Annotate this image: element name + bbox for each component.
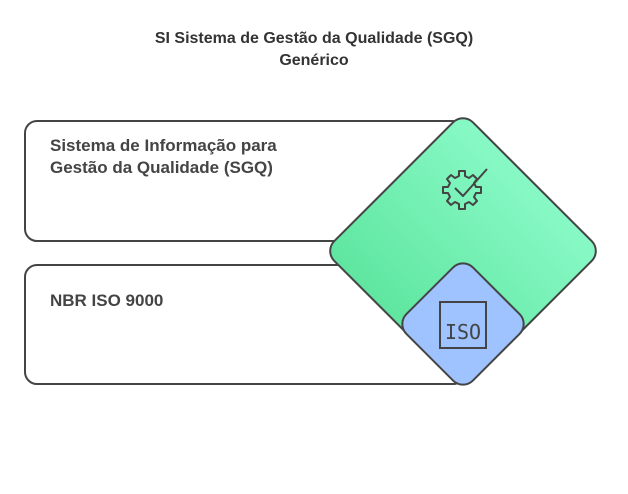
diamond-sgq bbox=[329, 117, 597, 385]
iso-icon-text: ISO bbox=[445, 320, 481, 344]
diagram-title: SI Sistema de Gestão da Qualidade (SGQ) … bbox=[0, 28, 628, 72]
title-line-1: SI Sistema de Gestão da Qualidade (SGQ) bbox=[154, 30, 474, 47]
label-sgq-line-2: Gestão da Qualidade (SGQ) bbox=[50, 158, 273, 177]
label-iso: NBR ISO 9000 bbox=[50, 291, 164, 310]
title-line-2: Genérico bbox=[279, 52, 349, 69]
diamond-iso bbox=[401, 262, 525, 386]
gear-check-icon bbox=[442, 168, 488, 210]
iso-icon: ISO bbox=[439, 301, 487, 349]
label-sgq: Sistema de Informação para Gestão da Qua… bbox=[50, 135, 277, 179]
label-sgq-line-1: Sistema de Informação para bbox=[50, 136, 277, 155]
